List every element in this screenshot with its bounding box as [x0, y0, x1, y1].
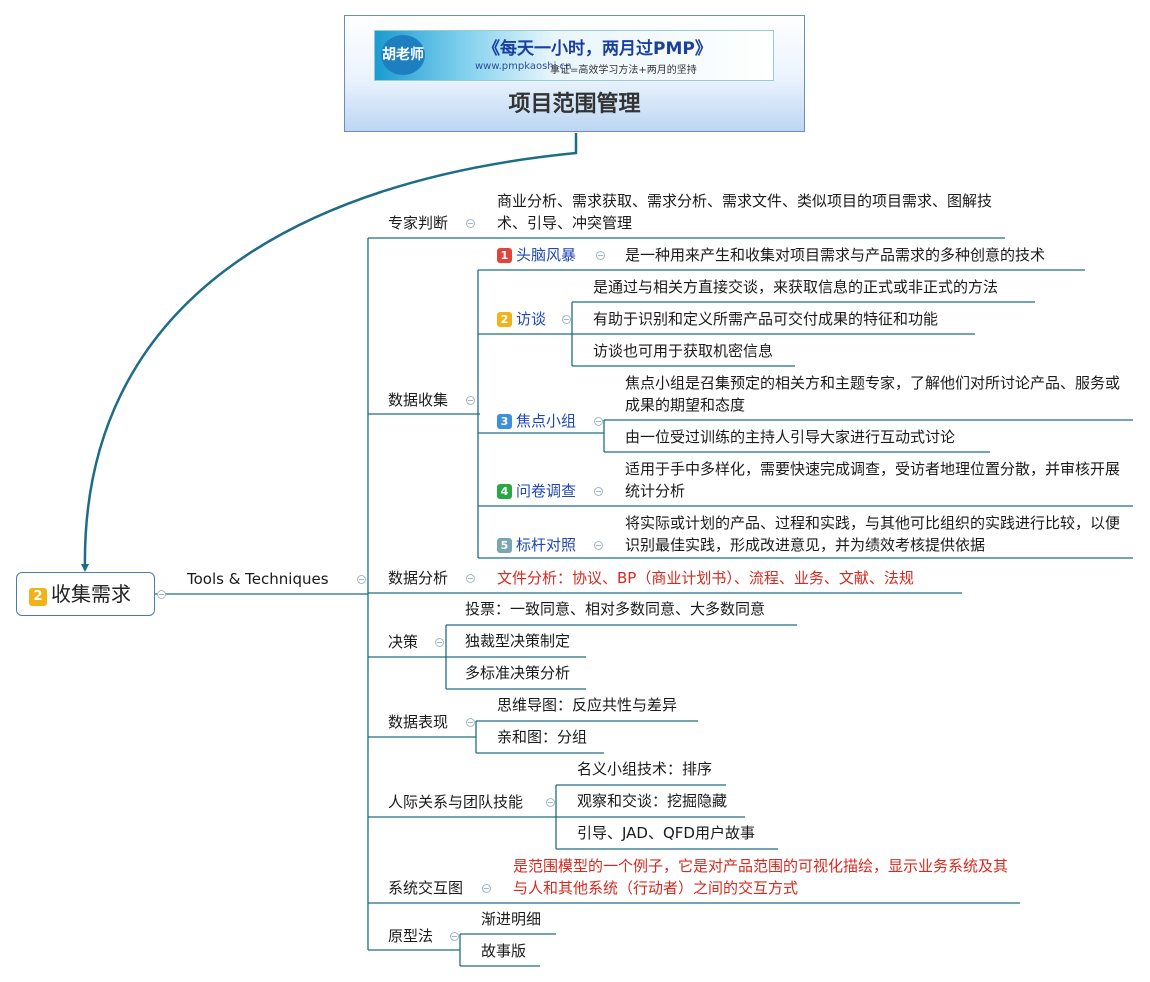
- banner-image: 胡老师 《每天一小时，两月过PMP》 www.pmpkaoshi.cn 拿证=高…: [374, 30, 774, 81]
- prototype-detail: 渐进明细: [481, 910, 542, 928]
- priority-badge: 4: [497, 484, 512, 499]
- benchmarking-detail: 将实际或计划的产品、过程和实践，与其他可比组织的实践进行比较，以便识别最佳实践，…: [625, 514, 1121, 554]
- focus-group-detail: 由一位受过训练的主持人引导大家进行互动式讨论: [625, 428, 956, 446]
- node-interpersonal-skills[interactable]: 人际关系与团队技能: [388, 793, 524, 811]
- decision-detail: 投票：一致同意、相对多数同意、大多数同意: [465, 600, 766, 618]
- branch-tools-techniques[interactable]: Tools & Techniques: [187, 570, 329, 588]
- collapse-icon[interactable]: [466, 718, 475, 727]
- node-context-diagram[interactable]: 系统交互图: [388, 879, 464, 897]
- survey-detail: 适用于手中多样化，需要快速完成调查，受访者地理位置分散，并审核开展统计分析: [625, 460, 1121, 500]
- priority-badge: 5: [497, 538, 512, 553]
- interpersonal-detail: 名义小组技术：排序: [577, 760, 713, 778]
- banner-site: www.pmpkaoshi.cn: [475, 61, 572, 72]
- collapse-icon[interactable]: [596, 251, 605, 260]
- expert-detail: 商业分析、需求获取、需求分析、需求文件、类似项目的项目需求、图解技术、引导、冲突…: [497, 192, 993, 232]
- data-representation-detail: 思维导图：反应共性与差异: [497, 696, 678, 714]
- logo: 胡老师: [381, 35, 425, 75]
- collapse-icon[interactable]: [450, 932, 459, 941]
- collapse-icon[interactable]: [435, 638, 444, 647]
- priority-badge: 2: [29, 588, 47, 606]
- node-decision-making[interactable]: 决策: [388, 633, 419, 651]
- priority-badge: 1: [497, 248, 512, 263]
- collapse-icon[interactable]: [466, 219, 475, 228]
- focus-group-detail: 焦点小组是召集预定的相关方和主题专家，了解他们对所讨论产品、服务或成果的期望和态…: [625, 374, 1121, 414]
- root-title: 项目范围管理: [508, 92, 641, 117]
- decision-detail: 多标准决策分析: [465, 664, 571, 682]
- priority-badge: 2: [497, 312, 512, 327]
- node-prototypes[interactable]: 原型法: [388, 927, 434, 945]
- context-diagram-detail: 是范围模型的一个例子，它是对产品范围的可视化描绘，显示业务系统及其与人和其他系统…: [513, 857, 1009, 897]
- prototype-detail: 故事版: [481, 942, 527, 960]
- collapse-icon[interactable]: [466, 396, 475, 405]
- data-analysis-detail: 文件分析：协议、BP（商业计划书）、流程、业务、文献、法规: [497, 569, 914, 587]
- banner-motto: 拿证=高效学习方法+两月的坚持: [550, 65, 697, 76]
- interview-detail: 是通过与相关方直接交谈，来获取信息的正式或非正式的方法: [593, 278, 999, 296]
- collapse-icon[interactable]: [594, 417, 603, 426]
- node-expert-judgement[interactable]: 专家判断: [388, 214, 449, 232]
- collapse-icon[interactable]: [482, 884, 491, 893]
- banner-slogan: 《每天一小时，两月过PMP》: [483, 39, 712, 59]
- node-data-collection[interactable]: 数据收集: [388, 391, 449, 409]
- node-data-representation[interactable]: 数据表现: [388, 713, 449, 731]
- interview-detail: 访谈也可用于获取机密信息: [593, 342, 774, 360]
- collapse-icon[interactable]: [357, 575, 366, 584]
- collapse-icon[interactable]: [546, 798, 555, 807]
- main-topic-label: 收集需求: [51, 582, 131, 606]
- interpersonal-detail: 引导、JAD、QFD用户故事: [577, 824, 755, 842]
- collapse-icon[interactable]: [157, 590, 166, 599]
- collapse-icon[interactable]: [594, 487, 603, 496]
- decision-detail: 独裁型决策制定: [465, 632, 571, 650]
- interview-detail: 有助于识别和定义所需产品可交付成果的特征和功能: [593, 310, 939, 328]
- brainstorming-detail: 是一种用来产生和收集对项目需求与产品需求的多种创意的技术: [625, 246, 1046, 264]
- priority-badge: 3: [497, 414, 512, 429]
- collapse-icon[interactable]: [562, 315, 571, 324]
- interpersonal-detail: 观察和交谈：挖掘隐藏: [577, 792, 728, 810]
- collapse-icon[interactable]: [594, 541, 603, 550]
- data-representation-detail: 亲和图：分组: [497, 728, 588, 746]
- collapse-icon[interactable]: [466, 574, 475, 583]
- node-data-analysis[interactable]: 数据分析: [388, 569, 449, 587]
